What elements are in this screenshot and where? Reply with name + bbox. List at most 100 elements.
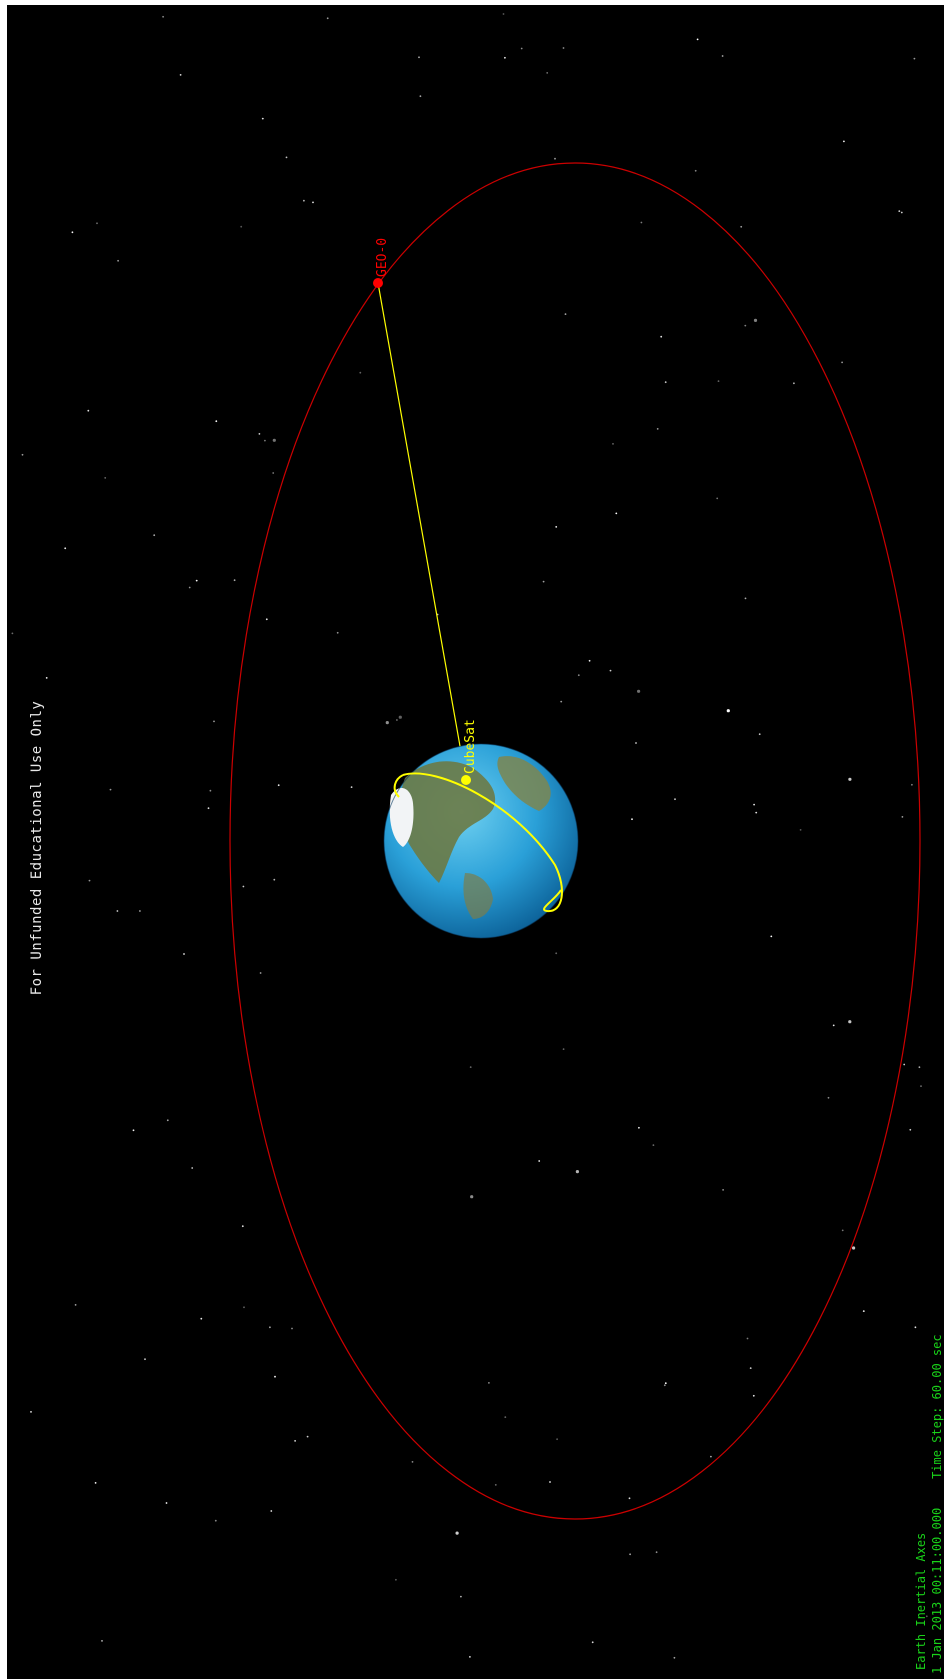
- star: [504, 1416, 507, 1418]
- star: [272, 438, 276, 442]
- star: [564, 313, 567, 315]
- star: [326, 17, 329, 20]
- scene-canvas[interactable]: GEO-0 CubeSat: [7, 5, 944, 1679]
- star: [753, 803, 755, 806]
- star: [209, 789, 212, 792]
- land-eastern: [497, 756, 551, 811]
- star: [740, 225, 743, 228]
- star: [21, 453, 24, 456]
- star: [396, 719, 398, 721]
- time-readout: 1 Jan 2013 00:11:00.000 Time Step: 60.00…: [930, 1334, 944, 1674]
- star: [758, 733, 761, 736]
- star: [195, 579, 198, 582]
- geo-satellite-label: GEO-0: [375, 238, 390, 277]
- star: [30, 1411, 32, 1413]
- star: [233, 579, 236, 582]
- star: [45, 677, 48, 679]
- star: [336, 631, 339, 634]
- star: [562, 1048, 565, 1050]
- star: [914, 1326, 917, 1329]
- star: [241, 1225, 244, 1228]
- star: [240, 225, 243, 228]
- geo-orbit-ellipse: [229, 162, 921, 1520]
- star: [87, 409, 90, 412]
- star: [832, 1024, 835, 1027]
- star: [101, 1640, 103, 1642]
- 3d-graphics-window[interactable]: GEO-0 CubeSat For Unfunded Educational U…: [7, 5, 944, 1679]
- star: [746, 1337, 749, 1340]
- star: [411, 1461, 414, 1463]
- star: [116, 910, 119, 912]
- star: [591, 1641, 594, 1644]
- star: [502, 13, 505, 15]
- star: [213, 720, 215, 723]
- star: [556, 1438, 558, 1441]
- star: [96, 222, 98, 225]
- star: [555, 952, 558, 955]
- land-south: [463, 873, 493, 919]
- star: [359, 371, 362, 374]
- star: [920, 1085, 922, 1087]
- star: [827, 1096, 830, 1099]
- leo-orbit-path: [402, 772, 563, 913]
- star: [898, 210, 901, 213]
- star: [469, 1066, 472, 1068]
- cubesat-satellite[interactable]: CubeSat: [461, 719, 478, 785]
- star: [549, 1481, 551, 1483]
- land-greenland: [389, 788, 414, 847]
- star: [469, 1656, 471, 1658]
- star: [71, 231, 74, 234]
- star: [504, 56, 506, 59]
- star: [749, 1367, 752, 1369]
- star: [755, 811, 758, 814]
- star: [272, 472, 275, 474]
- star: [903, 1063, 906, 1066]
- star: [752, 1394, 755, 1397]
- star: [470, 1195, 474, 1199]
- star: [554, 157, 556, 160]
- epoch-time: 1 Jan 2013 00:11:00.000: [930, 1507, 944, 1674]
- star: [191, 1167, 194, 1169]
- star: [183, 953, 185, 955]
- star: [144, 1358, 146, 1361]
- star: [628, 1497, 631, 1500]
- star: [918, 1066, 921, 1069]
- star: [285, 156, 288, 159]
- star: [635, 742, 637, 744]
- star: [848, 1020, 852, 1024]
- star: [909, 1128, 912, 1131]
- star: [560, 700, 563, 703]
- star: [726, 709, 730, 713]
- star: [588, 659, 591, 662]
- star: [74, 1304, 77, 1306]
- star: [273, 878, 276, 881]
- star: [162, 15, 165, 18]
- starfield: [11, 13, 928, 1659]
- star: [242, 885, 245, 888]
- star: [664, 381, 667, 384]
- cubesat-label: CubeSat: [463, 719, 478, 774]
- star: [542, 580, 545, 583]
- star: [200, 1317, 203, 1320]
- star: [11, 632, 14, 635]
- star: [264, 439, 266, 442]
- star: [274, 1375, 276, 1378]
- star: [546, 72, 549, 74]
- watermark-text: For Unfunded Educational Use Only: [29, 700, 45, 996]
- star: [913, 57, 916, 60]
- star: [694, 169, 697, 172]
- star: [294, 1440, 296, 1442]
- star: [494, 1484, 497, 1486]
- star: [843, 140, 845, 143]
- star: [663, 1384, 666, 1387]
- star: [852, 1246, 856, 1250]
- star: [258, 433, 261, 435]
- earth-globe-icon[interactable]: [383, 743, 579, 939]
- star: [418, 56, 420, 59]
- star: [117, 259, 119, 262]
- star: [460, 1595, 462, 1598]
- star: [312, 201, 314, 204]
- star: [520, 47, 523, 50]
- star: [291, 1327, 293, 1330]
- geo-satellite[interactable]: GEO-0: [373, 238, 390, 288]
